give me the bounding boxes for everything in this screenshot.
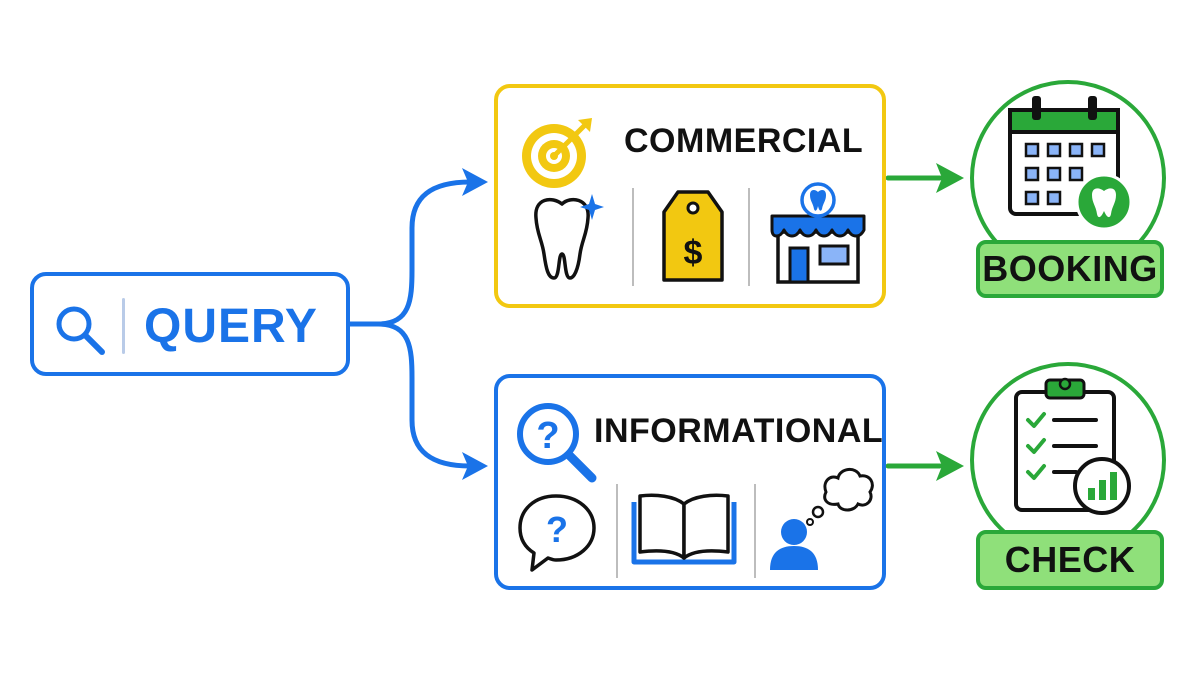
open-book-icon [631,493,737,565]
clipboard-checklist-chart-icon [1014,377,1131,515]
svg-text:$: $ [684,234,703,272]
commercial-divider-1 [632,188,634,286]
branch-connector [347,179,473,469]
informational-divider-1 [616,484,618,578]
booking-badge[interactable]: BOOKING [976,240,1164,298]
query-label: QUERY [144,300,318,353]
informational-title: INFORMATIONAL [594,412,884,450]
query-box[interactable]: QUERY [30,272,350,376]
tooth-sparkle-icon [534,194,604,280]
search-icon [56,306,105,355]
person-thinking-icon [770,468,874,570]
svg-text:?: ? [546,509,568,550]
commercial-title: COMMERCIAL [624,122,864,160]
informational-card[interactable]: ? INFORMATIONAL ? [494,374,886,590]
calendar-tooth-icon [1008,96,1133,231]
arrow-to-booking [936,163,964,193]
informational-divider-2 [754,484,756,578]
target-icon [522,118,592,188]
check-circle[interactable] [970,362,1166,558]
commercial-card[interactable]: COMMERCIAL $ [494,84,886,308]
commercial-divider-2 [748,188,750,286]
svg-text:?: ? [536,415,559,457]
check-badge[interactable]: CHECK [976,530,1164,590]
query-divider [122,298,125,354]
price-tag-icon: $ [662,190,724,282]
magnifier-question-icon: ? [517,403,597,483]
speech-bubble-question-icon: ? [518,494,596,572]
arrow-to-informational [462,452,488,480]
dental-storefront-icon [770,182,866,284]
arrow-to-check [936,451,964,481]
arrow-to-commercial [462,168,488,196]
